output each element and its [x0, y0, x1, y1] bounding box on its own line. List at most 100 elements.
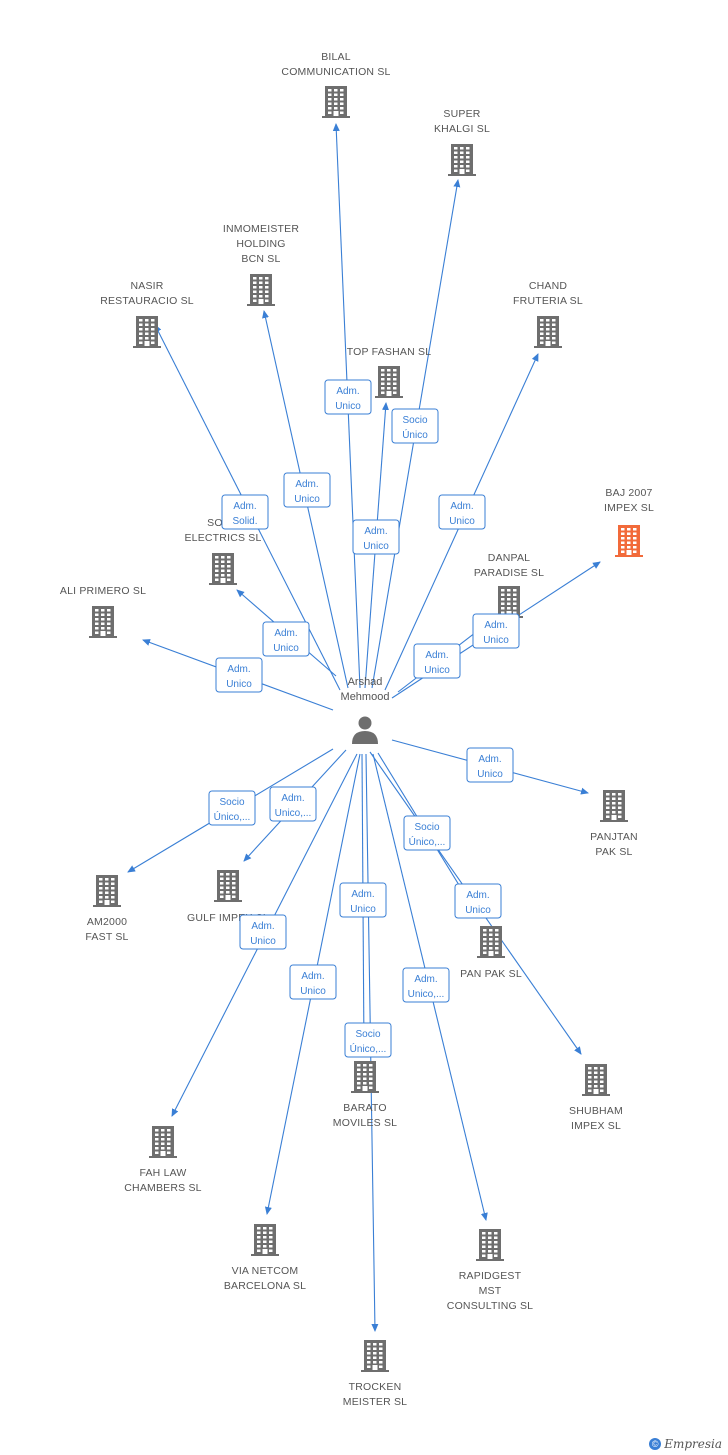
building-icon[interactable] [600, 790, 628, 822]
building-icon[interactable] [495, 586, 523, 618]
role-badge-panpak[interactable]: SocioÚnico,... [403, 815, 451, 851]
role-label: Solid. [232, 516, 257, 527]
footer-brand[interactable]: © Empresia [649, 1437, 722, 1451]
company-label: BARCELONA SL [224, 1280, 306, 1292]
role-badge-fahlaw[interactable]: Adm.Unico [239, 914, 287, 950]
role-badge-trocken[interactable]: SocioÚnico,... [344, 1022, 392, 1058]
company-label: DANPAL [488, 552, 530, 564]
building-icon[interactable] [149, 1126, 177, 1158]
building-icon[interactable] [209, 553, 237, 585]
role-label: Unico [273, 643, 299, 654]
role-badge-vianetcom[interactable]: Adm.Unico [289, 964, 337, 1000]
building-icon[interactable] [322, 86, 350, 118]
role-badge-soho[interactable]: Adm.Unico [262, 621, 310, 657]
role-label: Unico [335, 401, 361, 412]
building-icon[interactable] [582, 1064, 610, 1096]
role-label: Unico [449, 516, 475, 527]
role-label: Unico [294, 494, 320, 505]
company-label: ALI PRIMERO SL [60, 585, 146, 597]
role-label: Adm. [336, 386, 359, 397]
role-badge-baj[interactable]: Adm.Unico [472, 613, 520, 649]
role-badge-topfashan[interactable]: Adm.Unico [352, 519, 400, 555]
company-label: SHUBHAM [569, 1105, 623, 1117]
role-badge-shubham[interactable]: Adm.Unico [454, 883, 502, 919]
company-label: SUPER [443, 108, 480, 120]
company-label: INMOMEISTER [223, 223, 300, 235]
role-label: Unico [424, 665, 450, 676]
company-label: RESTAURACIO SL [100, 295, 194, 307]
building-icon[interactable] [534, 316, 562, 348]
building-icon[interactable] [247, 274, 275, 306]
role-label: Adm. [281, 793, 304, 804]
role-badge-am2000[interactable]: SocioÚnico,... [208, 790, 256, 826]
company-node-aliprimero[interactable]: ALI PRIMERO SL [60, 585, 146, 638]
company-label: MOVILES SL [333, 1117, 397, 1129]
building-icon[interactable] [93, 875, 121, 907]
role-label: Adm. [233, 501, 256, 512]
role-badge-bilal[interactable]: Adm. Unico [324, 379, 372, 415]
building-icon[interactable] [251, 1224, 279, 1256]
role-label: Adm. [251, 921, 274, 932]
building-icon[interactable] [476, 1229, 504, 1261]
building-icon[interactable] [615, 525, 643, 557]
company-label: NASIR [130, 280, 163, 292]
company-label: VIA NETCOM [232, 1265, 299, 1277]
building-icon[interactable] [133, 316, 161, 348]
role-badge-gulf[interactable]: Adm.Unico,... [269, 786, 317, 822]
role-label: Socio [355, 1029, 380, 1040]
building-icon[interactable] [448, 144, 476, 176]
role-badge-rapidgest[interactable]: Adm.Unico,... [402, 967, 450, 1003]
role-badge-danpal[interactable]: Adm.Unico [413, 643, 461, 679]
role-label: Unico [483, 635, 509, 646]
role-label: Unico [363, 541, 389, 552]
role-label: Unico [300, 986, 326, 997]
role-label: Unico [477, 769, 503, 780]
building-icon[interactable] [351, 1061, 379, 1093]
company-label: BAJ 2007 [605, 487, 652, 499]
role-label: Unico,... [408, 989, 445, 1000]
roles-layer: Adm.UnicoSocioÚnicoAdm.UnicoAdm.Solid.Ad… [208, 379, 520, 1058]
company-node-nasir[interactable]: NASIR RESTAURACIO SL [100, 280, 194, 348]
role-badge-nasir[interactable]: Adm. Solid. [221, 494, 269, 530]
company-node-panpak[interactable]: PAN PAK SL [460, 926, 522, 980]
building-icon[interactable] [361, 1340, 389, 1372]
role-badge-chand[interactable]: Adm. Unico [438, 494, 486, 530]
building-icon[interactable] [214, 870, 242, 902]
building-icon[interactable] [375, 366, 403, 398]
company-label: HOLDING [236, 238, 285, 250]
company-label: IMPEX SL [571, 1120, 621, 1132]
company-label: FAH LAW [139, 1167, 186, 1179]
company-label: AM2000 [87, 916, 127, 928]
company-label: ELECTRICS SL [184, 532, 261, 544]
company-node-shubham[interactable]: SHUBHAM IMPEX SL [569, 1064, 623, 1132]
company-label: TOP FASHAN SL [347, 346, 432, 358]
company-node-vianetcom[interactable]: VIA NETCOM BARCELONA SL [224, 1224, 306, 1292]
role-badge-panjtan[interactable]: Adm.Unico [466, 747, 514, 783]
role-label: Único [402, 428, 428, 441]
role-badge-barato[interactable]: Adm.Unico [339, 882, 387, 918]
company-label: FRUTERIA SL [513, 295, 583, 307]
company-node-topfashan[interactable]: TOP FASHAN SL [347, 346, 432, 398]
brand-name: Empresia [664, 1437, 722, 1451]
building-icon[interactable] [89, 606, 117, 638]
role-badge-inmomeister[interactable]: Adm.Unico [283, 472, 331, 508]
role-badge-aliprimero[interactable]: Adm.Unico [215, 657, 263, 693]
building-icon[interactable] [477, 926, 505, 958]
role-label: Adm. [450, 501, 473, 512]
